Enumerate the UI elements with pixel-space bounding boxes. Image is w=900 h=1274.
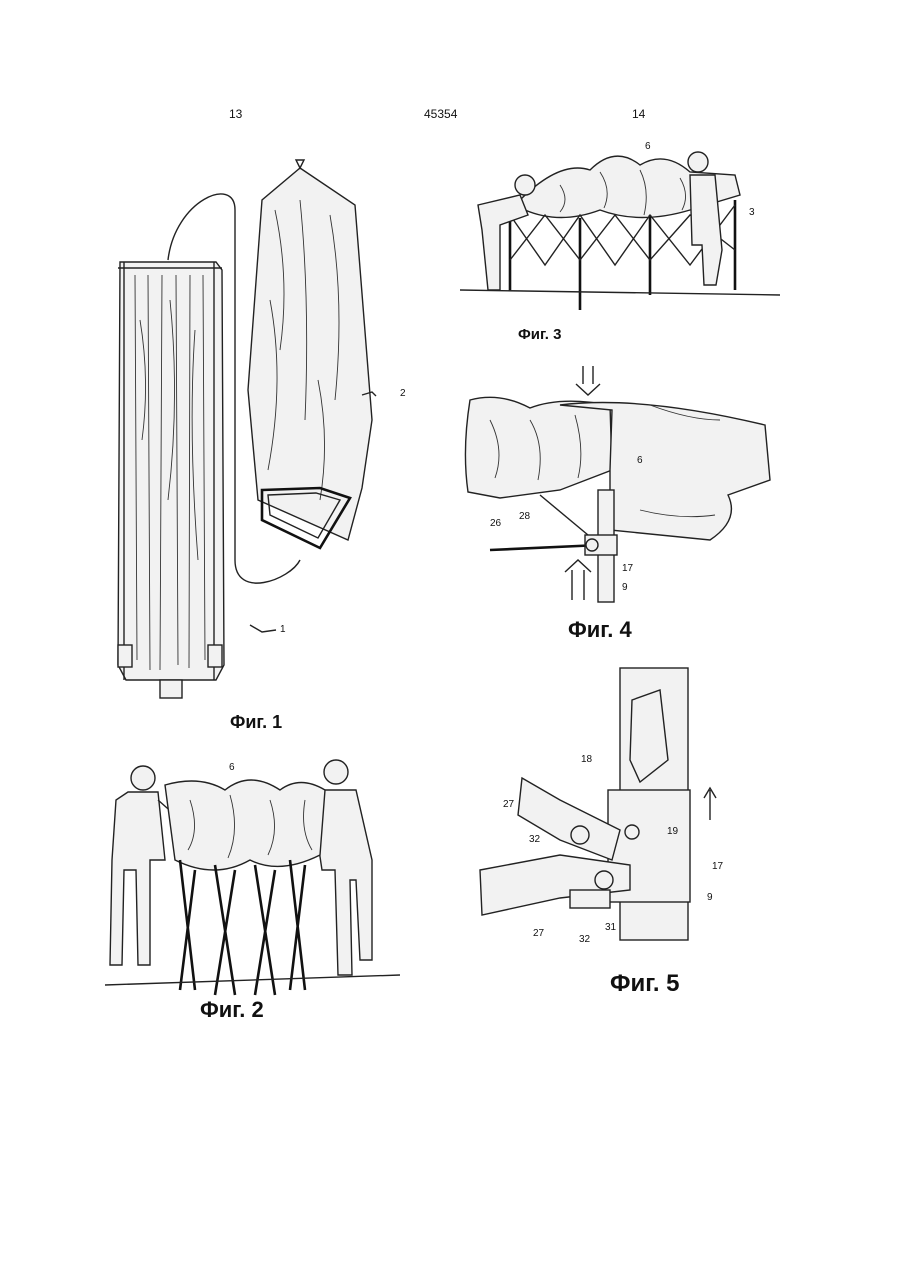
fig5-caption: Фиг. 5	[610, 970, 680, 998]
fig4-caption: Фиг. 4	[568, 617, 632, 643]
up-arrow-icon	[565, 560, 591, 600]
fig3-left-person	[478, 175, 535, 290]
fig4-leg-and-bracket	[490, 490, 617, 602]
fig5-ref-label: 32	[579, 934, 590, 945]
fig1-caption: Фиг. 1	[230, 712, 282, 733]
fig3-ref-label: 6	[645, 141, 651, 152]
fig5-ref-label: 32	[529, 834, 540, 845]
fig1-carry-bag	[248, 160, 372, 548]
fig3-ref-label: 3	[749, 207, 755, 218]
fig2-ref-label: 6	[229, 762, 235, 773]
fig1-leader-1	[250, 625, 276, 632]
fig4-ref-label: 17	[622, 563, 633, 574]
fig5-detail	[480, 668, 716, 940]
fig1-folded-frame	[118, 262, 224, 698]
fig2-scissor-frame	[180, 860, 305, 995]
fig4-ref-label: 6	[637, 455, 643, 466]
fig5-ref-label: 31	[605, 922, 616, 933]
fig3-ground	[460, 290, 780, 295]
fig5-ref-label: 17	[712, 861, 723, 872]
fig5-ref-label: 19	[667, 826, 678, 837]
fig3-caption: Фиг. 3	[518, 326, 561, 343]
fig5-ref-label: 27	[503, 799, 514, 810]
fig4-ref-label: 9	[622, 582, 628, 593]
fig5-ref-label: 27	[533, 928, 544, 939]
fig2-ground	[105, 975, 400, 985]
fig4-ref-label: 28	[519, 511, 530, 522]
fig2-canopy	[165, 780, 325, 870]
fig1-ref-label: 1	[280, 624, 286, 635]
down-arrow-icon	[576, 366, 600, 395]
fig2-caption: Фиг. 2	[200, 997, 264, 1023]
fig5-ref-label: 18	[581, 754, 592, 765]
fig4-fabric	[465, 397, 612, 498]
fig4-ref-label: 26	[490, 518, 501, 529]
fig5-ref-label: 9	[707, 892, 713, 903]
fig5-up-arrow-icon	[704, 788, 716, 820]
fig1-ref-label: 2	[400, 388, 406, 399]
